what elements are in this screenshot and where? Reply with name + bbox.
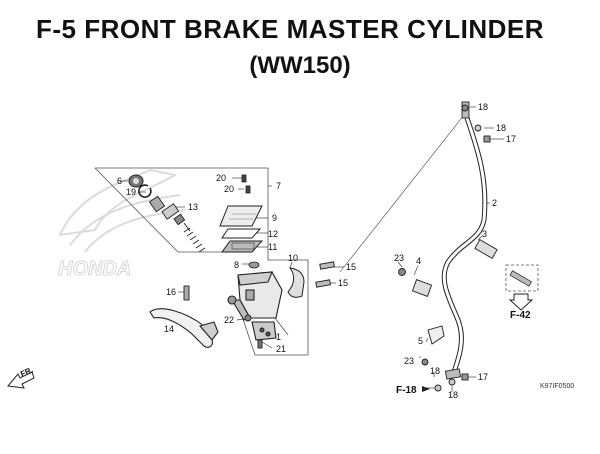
callout-3: 3 <box>482 229 487 239</box>
part-9-reservoir-cap <box>219 205 263 227</box>
part-17-bolt-top <box>483 135 491 143</box>
callout-7: 7 <box>276 181 281 191</box>
part-16-pivot-bolt <box>183 285 190 301</box>
callout-23b: 23 <box>404 356 414 366</box>
callout-15b: 15 <box>338 278 348 288</box>
part-21-screw <box>257 339 263 349</box>
callout-22: 22 <box>224 315 234 325</box>
master-cylinder-body <box>227 271 283 341</box>
part-11-diaphragm <box>221 240 264 253</box>
ref-f42-label: F-42 <box>510 310 531 321</box>
callout-8: 8 <box>234 260 239 270</box>
callout-20a: 20 <box>216 173 226 183</box>
leader-lines <box>120 106 504 392</box>
part-15-bolts <box>315 261 335 288</box>
callout-18c: 18 <box>430 366 440 376</box>
f18-reference-arrow <box>422 386 430 392</box>
callout-16: 16 <box>166 287 176 297</box>
callout-10: 10 <box>288 253 298 263</box>
callout-4: 4 <box>416 256 421 266</box>
callout-21: 21 <box>276 344 286 354</box>
part-14-brake-lever <box>149 308 219 348</box>
ref-f18-label: F-18 <box>396 385 417 396</box>
callout-9: 9 <box>272 213 277 223</box>
part-20-screws <box>241 174 251 194</box>
callout-18b: 18 <box>496 123 506 133</box>
part-19-circlip <box>138 184 152 198</box>
front-direction-arrow <box>7 371 35 389</box>
catalog-code: K97IF0500 <box>540 383 574 390</box>
callout-11: 11 <box>268 242 277 252</box>
part-10-holder <box>287 267 305 298</box>
part-22-nut <box>244 314 252 322</box>
page-title: F-5 FRONT BRAKE MASTER CYLINDER <box>35 14 545 44</box>
callout-17b: 17 <box>478 372 488 382</box>
part-8-boot <box>248 261 260 269</box>
callout-6: 6 <box>117 176 122 186</box>
callout-18d: 18 <box>448 390 458 400</box>
callout-1: 1 <box>276 332 281 342</box>
assembly-bracket-7 <box>94 167 309 356</box>
callout-13: 13 <box>188 202 198 212</box>
part-2-brake-hose <box>441 117 488 373</box>
part-5-bracket <box>427 325 445 345</box>
callout-20b: 20 <box>224 184 234 194</box>
part-13-piston-set <box>148 195 206 253</box>
part-6-boot <box>128 174 144 188</box>
callout-17a: 17 <box>506 134 516 144</box>
part-3-clip <box>474 239 498 259</box>
watermark-text: HONDA <box>58 258 131 280</box>
callout-23a: 23 <box>394 253 404 263</box>
callout-12: 12 <box>268 229 278 239</box>
hose-top-fitting <box>461 101 470 119</box>
honda-watermark: HONDA <box>58 168 186 281</box>
callout-18a: 18 <box>478 102 488 112</box>
callout-19: 19 <box>126 187 136 197</box>
part-23-bolts <box>398 268 429 366</box>
part-18-washers-top <box>474 124 482 132</box>
callout-15a: 15 <box>346 262 356 272</box>
callout-labels: 6 19 13 9 12 11 20 20 7 8 10 15 15 16 22… <box>117 102 516 400</box>
part-12-diaphragm-plate <box>221 228 262 239</box>
callout-14: 14 <box>164 324 174 334</box>
part-4-hose-guide <box>411 279 433 297</box>
page-subtitle: (WW150) <box>249 52 351 79</box>
callout-5: 5 <box>418 336 423 346</box>
callout-2: 2 <box>492 198 497 208</box>
f42-reference-box <box>505 264 539 311</box>
hose-bottom-fitting <box>434 368 469 392</box>
